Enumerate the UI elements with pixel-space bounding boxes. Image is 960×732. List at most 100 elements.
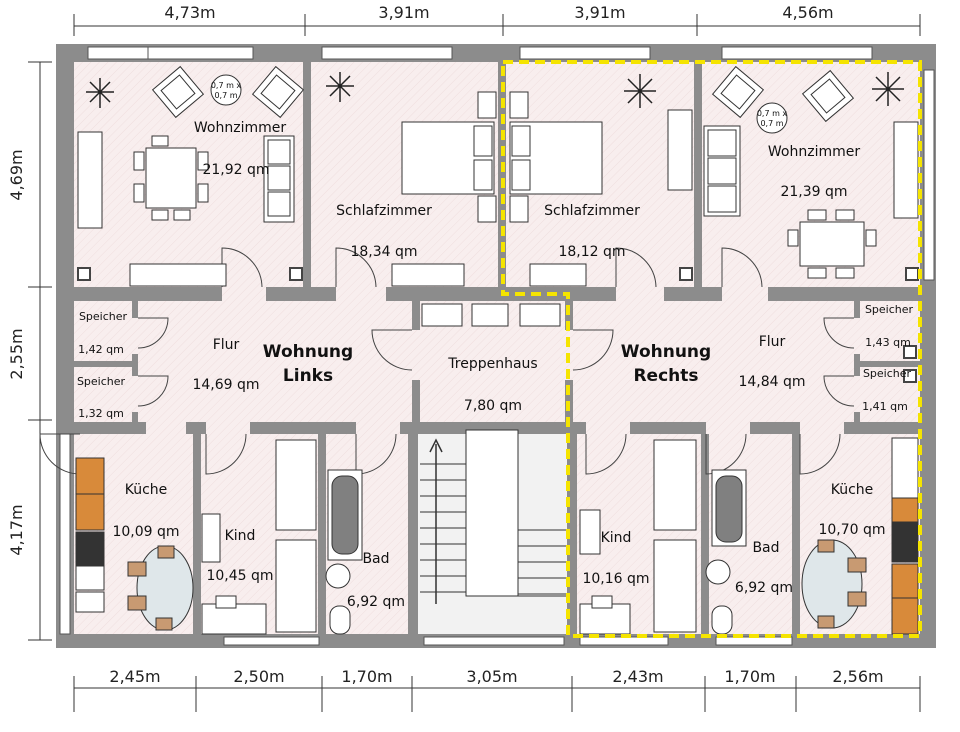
room-area: 18,34 qm (350, 244, 417, 260)
room-area: 21,92 qm (202, 162, 269, 178)
dim-bottom-1: 2,45m (109, 667, 160, 686)
dim-top-2: 3,91m (378, 3, 429, 22)
kitchen-table-right (801, 539, 863, 629)
dimension-labels: 4,73m 3,91m 3,91m 4,56m 2,45m 2,50m 1,70… (7, 3, 884, 686)
apartment-label-right-2: Rechts (633, 366, 698, 386)
room-name: Flur (759, 334, 786, 350)
dim-bottom-6: 1,70m (724, 667, 775, 686)
room-name: Küche (125, 482, 168, 498)
dim-bottom-5: 2,43m (612, 667, 663, 686)
fridge-icon (891, 437, 919, 499)
dim-top-4: 4,56m (782, 3, 833, 22)
room-area: 7,80 qm (464, 398, 522, 414)
desk-right (579, 509, 601, 555)
room-name: Speicher (863, 367, 912, 380)
toilet-icon (711, 605, 733, 635)
room-area: 10,09 qm (112, 524, 179, 540)
dim-bottom-4: 3,05m (466, 667, 517, 686)
room-name: Kind (225, 528, 256, 544)
storage-labels: Speicher 1,42 qm Speicher 1,32 qm Speich… (77, 303, 914, 420)
dimension-lines (28, 14, 921, 712)
dining-table-left (145, 147, 197, 209)
table-tags: 0,7 m x 0,7 m 0,7 m x 0,7 m (211, 81, 788, 128)
armchair-icon (711, 65, 765, 119)
plant-icon (86, 72, 904, 108)
room-name: Bad (362, 551, 389, 567)
dresser-left (391, 263, 465, 287)
room-name: Schlafzimmer (336, 203, 432, 219)
desk-left (201, 513, 221, 563)
dining-table-right (799, 221, 865, 267)
dim-top-3: 3,91m (574, 3, 625, 22)
tv-bench-left (129, 263, 227, 287)
bed-kind-right (653, 439, 697, 531)
table-tag-line: 0,7 m x (757, 109, 788, 118)
room-area: 14,84 qm (738, 374, 805, 390)
armchair-icon (251, 65, 305, 119)
furniture-top (77, 65, 919, 287)
dim-left-3: 4,17m (7, 504, 26, 555)
desk-left-2 (201, 603, 267, 635)
armchair-icon (151, 65, 205, 119)
dim-left-1: 4,69m (7, 149, 26, 200)
room-name: Schlafzimmer (544, 203, 640, 219)
room-area: 14,69 qm (192, 377, 259, 393)
dim-bottom-3: 1,70m (341, 667, 392, 686)
toilet-icon (329, 605, 351, 635)
kitchen-cabinet (891, 563, 919, 599)
kitchen-cabinet (75, 493, 105, 531)
room-name: Wohnzimmer (768, 144, 860, 160)
table-tag-line: 0,7 m x (211, 81, 242, 90)
table-tag-line: 0,7 m (760, 119, 783, 128)
room-area: 1,43 qm (865, 336, 911, 349)
bed-kind-left-2 (275, 539, 317, 633)
sideboard-left (77, 131, 103, 229)
dim-top-1: 4,73m (164, 3, 215, 22)
apartment-label-left-2: Links (283, 366, 333, 386)
apartment-label-left-1: Wohnung (263, 342, 353, 362)
furniture-bottom (75, 437, 919, 635)
room-area: 1,42 qm (78, 343, 124, 356)
washbasin-icon (705, 559, 731, 585)
dim-bottom-2: 2,50m (233, 667, 284, 686)
stair-cabinets (421, 303, 561, 327)
windows (59, 46, 935, 646)
coffee-table-right (756, 102, 788, 134)
kitchen-cabinet (891, 597, 919, 635)
kitchen-cabinet (75, 457, 105, 495)
room-area: 21,39 qm (780, 184, 847, 200)
room-name: Küche (831, 482, 874, 498)
room-area: 18,12 qm (558, 244, 625, 260)
door-openings (132, 287, 860, 434)
kitchen-table-left (136, 545, 194, 631)
sink-icon (75, 565, 105, 591)
kitchen-cabinet (891, 497, 919, 523)
room-area: 1,32 qm (78, 407, 124, 420)
room-area: 1,41 qm (862, 400, 908, 413)
dresser-right (529, 263, 587, 287)
dim-bottom-7: 2,56m (832, 667, 883, 686)
room-name: Treppenhaus (447, 356, 537, 372)
stove-icon (891, 521, 919, 563)
stove-icon (75, 531, 105, 567)
room-area: 6,92 qm (347, 594, 405, 610)
room-name: Speicher (79, 310, 128, 323)
door-swings (39, 247, 855, 475)
bed-kind-left (275, 439, 317, 531)
room-name: Flur (213, 337, 240, 353)
room-area: 6,92 qm (735, 580, 793, 596)
room-area: 10,45 qm (206, 568, 273, 584)
room-name: Kind (601, 530, 632, 546)
room-name: Speicher (865, 303, 914, 316)
apartment-highlight (501, 60, 922, 638)
washbasin-icon (325, 563, 351, 589)
apartment-labels: Wohnung Links Wohnung Rechts (263, 342, 711, 386)
table-tag-line: 0,7 m (214, 91, 237, 100)
dim-left-2: 2,55m (7, 328, 26, 379)
wardrobe-right (667, 109, 693, 191)
room-name: Wohnzimmer (194, 120, 286, 136)
apartment-label-right-1: Wohnung (621, 342, 711, 362)
room-name: Bad (752, 540, 779, 556)
shafts (77, 267, 919, 383)
